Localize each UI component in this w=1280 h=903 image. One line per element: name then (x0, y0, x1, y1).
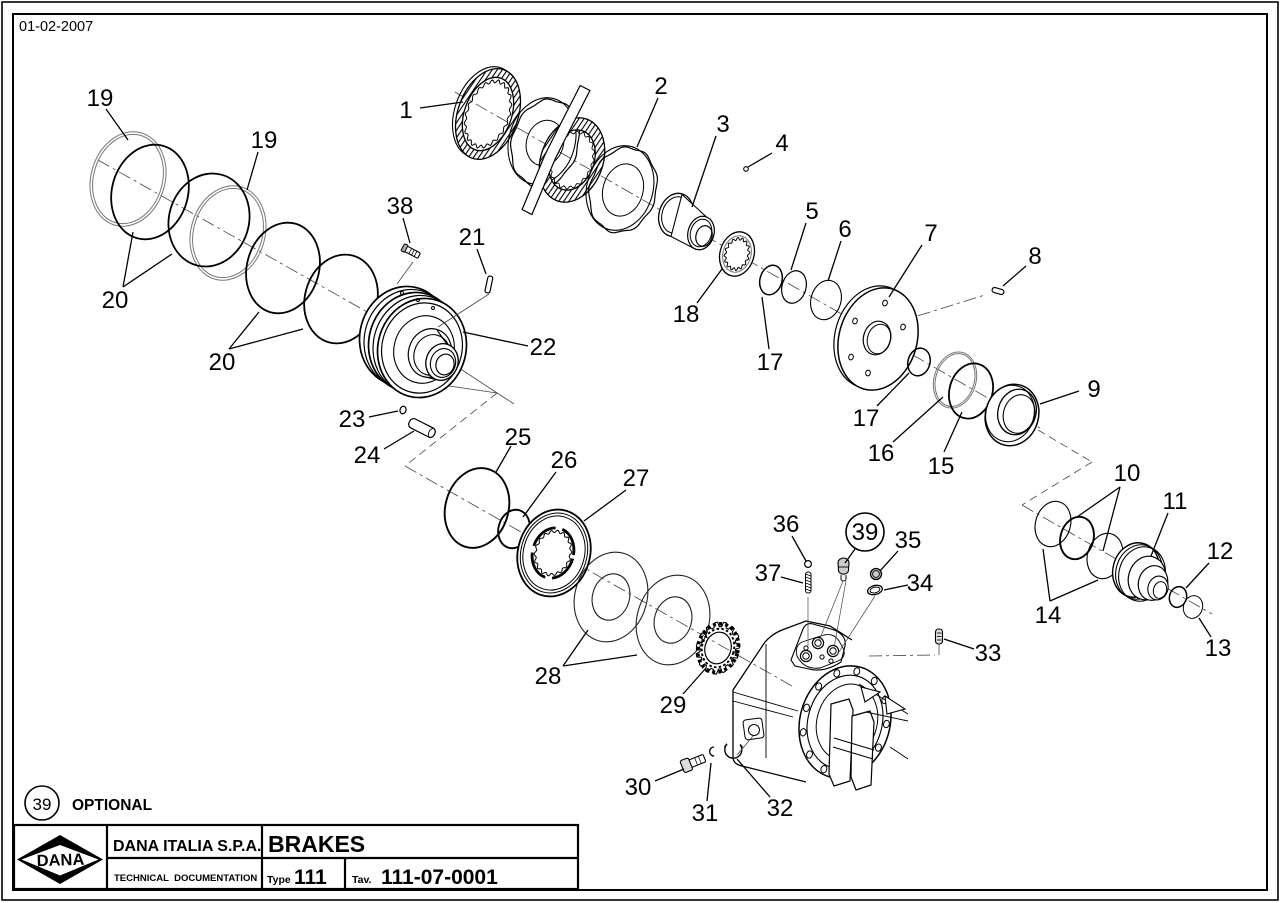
svg-text:8: 8 (1028, 243, 1041, 270)
svg-text:10: 10 (1114, 460, 1141, 487)
svg-text:23: 23 (339, 406, 366, 433)
svg-text:30: 30 (625, 774, 652, 801)
svg-text:39: 39 (852, 519, 879, 546)
svg-text:26: 26 (551, 447, 578, 474)
svg-text:OPTIONAL: OPTIONAL (72, 797, 152, 814)
svg-text:Tav.: Tav. (352, 874, 372, 886)
svg-text:4: 4 (775, 130, 788, 157)
svg-text:11: 11 (1163, 488, 1188, 515)
svg-text:27: 27 (623, 465, 650, 492)
svg-text:31: 31 (692, 800, 719, 827)
svg-text:34: 34 (907, 570, 934, 597)
svg-text:16: 16 (868, 440, 895, 467)
svg-text:32: 32 (767, 795, 794, 822)
svg-text:29: 29 (660, 692, 687, 719)
svg-text:9: 9 (1087, 376, 1100, 403)
svg-text:01-02-2007: 01-02-2007 (19, 19, 93, 35)
svg-text:28: 28 (535, 663, 562, 690)
svg-text:5: 5 (805, 198, 818, 225)
svg-text:19: 19 (251, 127, 278, 154)
svg-text:20: 20 (102, 287, 129, 314)
svg-text:35: 35 (895, 527, 922, 554)
svg-text:21: 21 (459, 224, 486, 251)
svg-text:39: 39 (33, 795, 52, 814)
svg-text:20: 20 (209, 349, 236, 376)
svg-text:24: 24 (354, 442, 381, 469)
svg-text:6: 6 (838, 216, 851, 243)
svg-text:Type: Type (267, 874, 291, 886)
svg-text:15: 15 (928, 453, 955, 480)
svg-text:DANA: DANA (36, 851, 84, 871)
svg-text:14: 14 (1035, 602, 1062, 629)
svg-text:DANA ITALIA S.P.A.: DANA ITALIA S.P.A. (113, 838, 261, 855)
svg-text:17: 17 (757, 349, 784, 376)
svg-text:38: 38 (387, 193, 414, 220)
svg-text:17: 17 (853, 405, 880, 432)
svg-text:13: 13 (1205, 635, 1232, 662)
svg-text:19: 19 (87, 85, 114, 112)
svg-text:36: 36 (773, 511, 800, 538)
svg-text:3: 3 (716, 111, 729, 138)
svg-text:111: 111 (294, 866, 327, 889)
svg-text:BRAKES: BRAKES (268, 831, 365, 857)
svg-text:TECHNICAL DOCUMENTATION: TECHNICAL DOCUMENTATION (114, 873, 257, 884)
svg-text:25: 25 (505, 424, 532, 451)
svg-text:18: 18 (673, 301, 700, 328)
svg-text:7: 7 (924, 220, 937, 247)
svg-text:2: 2 (654, 73, 667, 100)
svg-text:1: 1 (399, 97, 412, 124)
svg-text:33: 33 (975, 640, 1002, 667)
svg-text:111-07-0001: 111-07-0001 (381, 866, 498, 889)
svg-text:37: 37 (755, 560, 782, 587)
svg-text:22: 22 (530, 334, 557, 361)
svg-text:12: 12 (1207, 538, 1234, 565)
